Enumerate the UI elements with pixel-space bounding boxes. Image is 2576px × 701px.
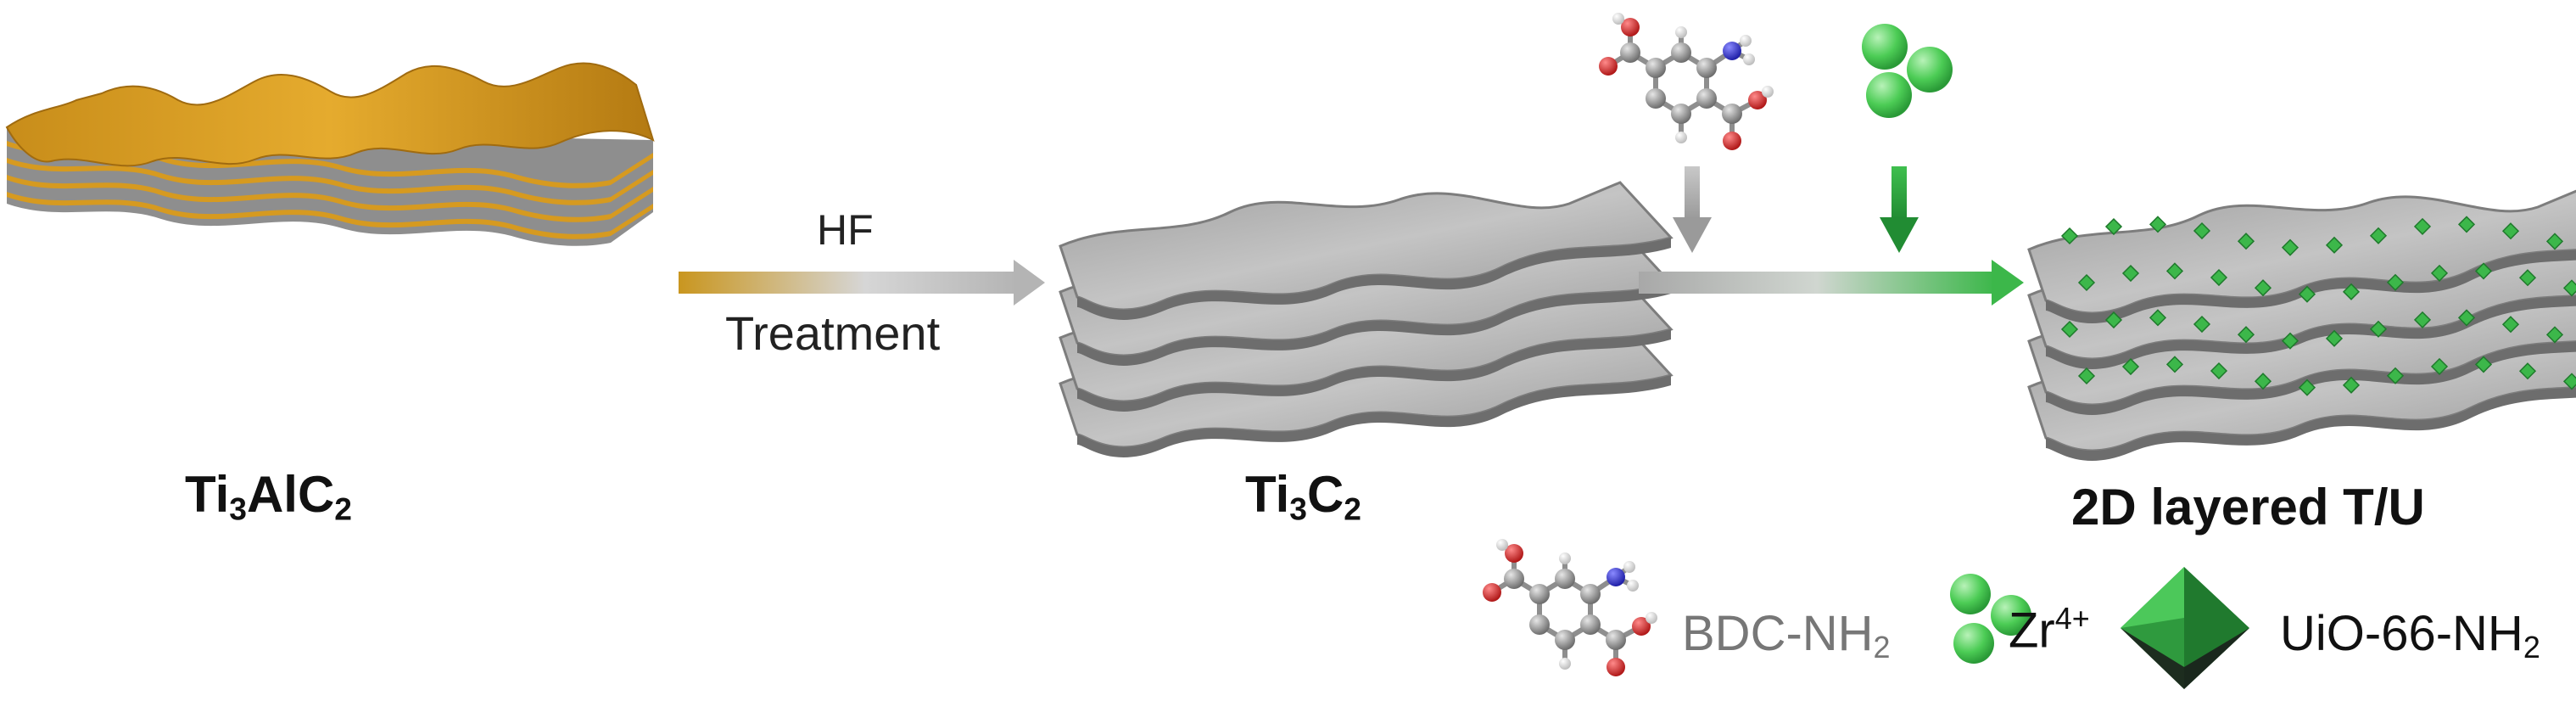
uio66-crystal [2298,285,2316,303]
uio66-crystal [2501,316,2520,334]
uio66-crystals [2060,216,2576,396]
zr-clusters-top [1862,24,1953,118]
legend-octahedron-icon [2121,567,2249,689]
uio66-crystal [2254,373,2272,390]
uio66-crystal [2210,268,2228,287]
uio66-crystal [2077,273,2096,292]
uio66-crystal [2060,227,2079,245]
arrow-down-zr [1880,166,1919,253]
uio66-crystal [2518,362,2537,380]
uio66-crystal [2121,357,2140,376]
uio66-crystal [2281,332,2299,350]
uio66-crystal [2501,222,2520,240]
tu-layered-product [2027,184,2576,463]
uio66-crystal [2369,320,2388,338]
uio66-crystal [2193,315,2211,334]
uio66-crystal [2413,311,2432,328]
uio66-crystal [2077,367,2096,385]
linker-molecule-top [1599,13,1774,150]
label-product: 2D layered T/U [2071,479,2425,536]
uio66-crystal [2210,362,2228,380]
uio66-crystal [2545,233,2564,250]
legend-zr-icon [1950,574,2031,664]
arrow-etching [679,260,1045,306]
label-ti3c2: Ti3C2 [1245,466,1361,527]
uio66-crystal [2298,379,2316,396]
uio66-crystal [2325,236,2344,254]
ti3c2-sheets [1059,181,1673,459]
uio66-crystal [2193,222,2211,240]
label-hf: HF [817,206,874,254]
uio66-crystal [2474,262,2493,280]
uio66-crystal [2165,356,2184,373]
legend-mof-label: UiO-66-NH2 [2280,606,2540,665]
uio66-crystal [2457,216,2476,233]
uio66-crystal [2430,264,2449,282]
uio66-crystal [2518,269,2537,287]
uio66-crystal [2562,279,2576,297]
uio66-crystal [2413,217,2432,235]
uio66-crystal [2386,273,2405,291]
legend-linker-icon [1483,539,1657,676]
uio66-crystal [2562,373,2576,390]
label-treatment: Treatment [725,306,941,360]
uio66-crystal [2430,357,2449,375]
uio66-crystal [2060,320,2079,339]
uio66-crystal [2342,283,2361,300]
uio66-crystal [2149,216,2167,233]
uio66-crystal [2254,279,2272,297]
uio66-crystal [2325,329,2344,347]
uio66-crystal [2104,311,2123,329]
legend-zr-label: Zr4+ [2009,601,2090,659]
arrow-down-linker [1673,166,1712,253]
label-ti3alc2: Ti3AlC2 [185,466,352,527]
uio66-crystal [2342,376,2361,394]
uio66-crystal [2149,309,2167,327]
uio66-crystal [2281,238,2299,256]
uio66-crystal [2369,227,2388,244]
uio66-crystal [2545,326,2564,344]
uio66-crystal [2121,264,2140,283]
uio66-crystal [2237,326,2255,344]
uio66-crystal [2386,367,2405,384]
legend-linker-label: BDC-NH2 [1682,606,1891,665]
uio66-crystal [2457,309,2476,327]
ti3alc2-block [5,62,655,246]
uio66-crystal [2104,217,2123,236]
uio66-crystal [2474,356,2493,373]
uio66-crystal [2165,262,2184,280]
uio66-crystal [2237,233,2255,250]
arrow-assembly [1639,260,2024,306]
